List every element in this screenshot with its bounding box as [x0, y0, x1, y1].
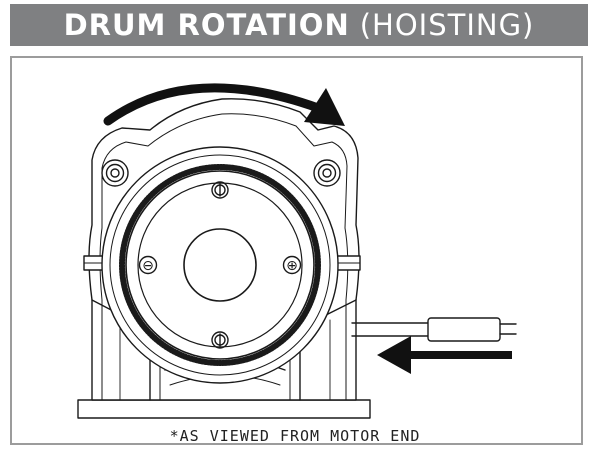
mount-bolt-right: [313, 159, 341, 187]
drum-flange-outer: [101, 146, 339, 384]
left-arrow-icon: [377, 336, 512, 374]
diagram-subtitle: (HOISTING): [359, 8, 535, 42]
housing-inner-outline: [99, 113, 349, 396]
diagram-title: DRUM ROTATION: [63, 8, 350, 42]
base-plate: [77, 399, 371, 419]
negative-terminal-symbol: ⊖: [142, 258, 154, 274]
curved-arrow-clockwise-icon: [103, 83, 345, 126]
mount-bolt-left: [101, 159, 129, 187]
diagram-title-bar: DRUM ROTATION (HOISTING): [10, 4, 588, 46]
winch-cable: [351, 317, 517, 342]
drum-ring-hatched: [119, 164, 321, 366]
negative-terminal: [138, 255, 158, 275]
cover-screw-top: [211, 181, 229, 199]
motor-hub: [183, 228, 257, 302]
positive-terminal: [282, 255, 302, 275]
positive-terminal-symbol: ⊕: [286, 258, 298, 274]
cover-screw-bottom: [211, 331, 229, 349]
motor-cover: [137, 182, 303, 348]
view-note: *AS VIEWED FROM MOTOR END: [169, 427, 421, 445]
